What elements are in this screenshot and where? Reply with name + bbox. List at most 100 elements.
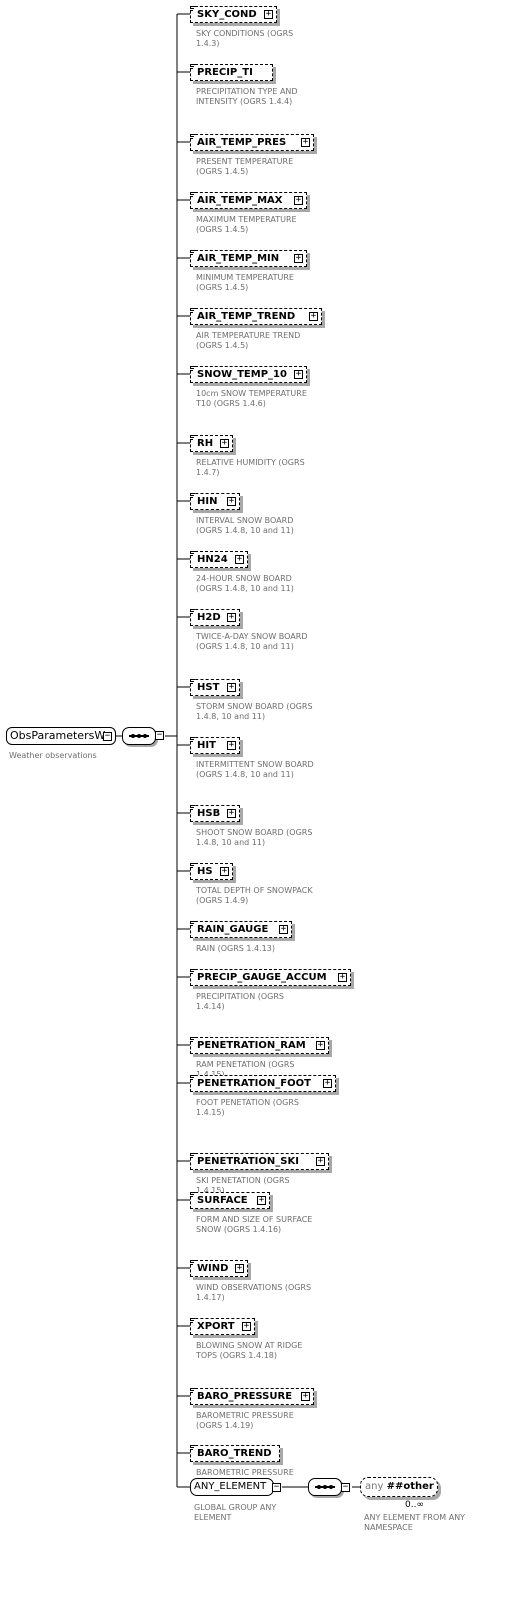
expand-icon[interactable]: +	[227, 612, 236, 622]
attributes-icon	[190, 737, 196, 743]
attributes-icon	[190, 969, 196, 975]
element-baro-pressure[interactable]: BARO_PRESSURE+	[190, 1388, 314, 1405]
element-description: RAIN (OGRS 1.4.13)	[196, 944, 275, 953]
element-precip-gauge-accum[interactable]: PRECIP_GAUGE_ACCUM+	[190, 969, 351, 986]
any-keyword: any	[365, 1481, 384, 1492]
element-name: SURFACE	[197, 1195, 248, 1206]
expand-icon[interactable]: +	[257, 1195, 266, 1205]
expand-icon[interactable]: +	[227, 808, 236, 818]
expand-icon[interactable]: +	[301, 137, 310, 147]
element-description: TWICE-A-DAY SNOW BOARD (OGRS 1.4.8, 10 a…	[196, 632, 308, 651]
element-hn24[interactable]: HN24+	[190, 551, 248, 568]
element-description: TOTAL DEPTH OF SNOWPACK (OGRS 1.4.9)	[196, 886, 313, 905]
element-penetration-ram[interactable]: PENETRATION_RAM +	[190, 1037, 329, 1054]
element-wind[interactable]: WIND +	[190, 1260, 248, 1277]
expand-icon[interactable]: +	[264, 9, 273, 19]
element-name: PENETRATION_RAM	[197, 1040, 306, 1051]
element-precip-ti[interactable]: PRECIP_TI	[190, 64, 273, 81]
element-description: SHOOT SNOW BOARD (OGRS 1.4.8, 10 and 11)	[196, 828, 313, 847]
element-name: PENETRATION_SKI	[197, 1156, 299, 1167]
element-name: AIR_TEMP_MAX	[197, 195, 283, 206]
element-hit[interactable]: HIT +	[190, 737, 240, 754]
attributes-icon	[190, 1075, 196, 1081]
element-description: AIR TEMPERATURE TREND (OGRS 1.4.5)	[196, 331, 301, 350]
element-sky-cond[interactable]: SKY_COND+	[190, 6, 277, 23]
expand-icon[interactable]: +	[294, 369, 303, 379]
expand-icon[interactable]: +	[242, 1321, 251, 1331]
expand-icon[interactable]: +	[309, 311, 318, 321]
expand-icon[interactable]: +	[227, 740, 236, 750]
element-hin[interactable]: HIN +	[190, 493, 240, 510]
element-rh[interactable]: RH+	[190, 435, 233, 452]
group-sequence-compositor[interactable]	[308, 1478, 342, 1496]
group-collapse-icon[interactable]: −	[272, 1482, 281, 1492]
element-description: 10cm SNOW TEMPERATURE T10 (OGRS 1.4.6)	[196, 389, 307, 408]
element-description: WIND OBSERVATIONS (OGRS 1.4.17)	[196, 1283, 312, 1302]
element-name: AIR_TEMP_PRES	[197, 137, 287, 148]
group-description: GLOBAL GROUP ANY ELEMENT	[194, 1503, 277, 1522]
element-penetration-foot[interactable]: PENETRATION_FOOT+	[190, 1075, 336, 1092]
expand-icon[interactable]: +	[338, 972, 347, 982]
element-description: SKY CONDITIONS (OGRS 1.4.3)	[196, 29, 294, 48]
expand-icon[interactable]: +	[316, 1040, 325, 1050]
element-name: HIN	[197, 496, 218, 507]
element-description: MAXIMUM TEMPERATURE (OGRS 1.4.5)	[196, 215, 297, 234]
element-snow-temp-10[interactable]: SNOW_TEMP_10+	[190, 366, 307, 383]
expand-icon[interactable]: +	[227, 682, 236, 692]
sequence-collapse-icon[interactable]: −	[155, 730, 164, 740]
attributes-icon	[190, 308, 196, 314]
element-description: STORM SNOW BOARD (OGRS 1.4.8, 10 and 11)	[196, 702, 313, 721]
element-xport[interactable]: XPORT+	[190, 1318, 255, 1335]
element-air-temp-max[interactable]: AIR_TEMP_MAX +	[190, 192, 307, 209]
element-penetration-ski[interactable]: PENETRATION_SKI +	[190, 1153, 329, 1170]
sequence-compositor[interactable]	[122, 727, 156, 745]
expand-icon[interactable]: +	[220, 866, 229, 876]
expand-icon[interactable]: +	[316, 1156, 325, 1166]
root-element-label: ObsParametersWx	[10, 729, 112, 742]
element-air-temp-pres[interactable]: AIR_TEMP_PRES +	[190, 134, 314, 151]
attributes-icon	[190, 6, 196, 12]
root-element-box[interactable]: ObsParametersWx −	[6, 727, 116, 745]
element-baro-trend[interactable]: BARO_TREND	[190, 1445, 280, 1462]
element-hs[interactable]: HS +	[190, 863, 233, 880]
expand-icon[interactable]: +	[323, 1078, 332, 1088]
attributes-icon	[190, 1037, 196, 1043]
attributes-icon	[190, 64, 196, 70]
element-name: HS	[197, 866, 213, 877]
expand-icon[interactable]: +	[220, 438, 229, 448]
group-any-element[interactable]: ANY_ELEMENT	[190, 1478, 274, 1496]
element-h2d[interactable]: H2D+	[190, 609, 240, 626]
attributes-icon	[190, 609, 196, 615]
expand-icon[interactable]: +	[301, 1391, 310, 1401]
expand-icon[interactable]: +	[294, 195, 303, 205]
element-description: FORM AND SIZE OF SURFACE SNOW (OGRS 1.4.…	[196, 1215, 313, 1234]
element-name: HSB	[197, 808, 221, 819]
group-sequence-collapse-icon[interactable]: −	[341, 1482, 350, 1492]
attributes-icon	[190, 1445, 196, 1451]
attributes-icon	[190, 921, 196, 927]
expand-icon[interactable]: +	[279, 924, 288, 934]
element-hst[interactable]: HST+	[190, 679, 240, 696]
expand-icon[interactable]: +	[235, 554, 244, 564]
attributes-icon	[190, 1260, 196, 1266]
collapse-icon[interactable]: −	[103, 731, 112, 741]
element-name: HIT	[197, 740, 216, 751]
element-description: PRECIPITATION TYPE AND INTENSITY (OGRS 1…	[196, 87, 298, 106]
element-rain-gauge[interactable]: RAIN_GAUGE +	[190, 921, 292, 938]
element-name: RAIN_GAUGE	[197, 924, 269, 935]
expand-icon[interactable]: +	[294, 253, 303, 263]
element-description: FOOT PENETATION (OGRS 1.4.15)	[196, 1098, 299, 1117]
expand-icon[interactable]: +	[235, 1263, 244, 1273]
element-air-temp-min[interactable]: AIR_TEMP_MIN+	[190, 250, 307, 267]
expand-icon[interactable]: +	[227, 496, 236, 506]
element-hsb[interactable]: HSB +	[190, 805, 240, 822]
element-air-temp-trend[interactable]: AIR_TEMP_TREND+	[190, 308, 322, 325]
attributes-icon	[190, 250, 196, 256]
any-element-wildcard[interactable]: any ##other	[360, 1477, 438, 1497]
element-surface[interactable]: SURFACE +	[190, 1192, 270, 1209]
element-name: WIND	[197, 1263, 229, 1274]
attributes-icon	[190, 1318, 196, 1324]
element-description: 24-HOUR SNOW BOARD (OGRS 1.4.8, 10 and 1…	[196, 574, 294, 593]
